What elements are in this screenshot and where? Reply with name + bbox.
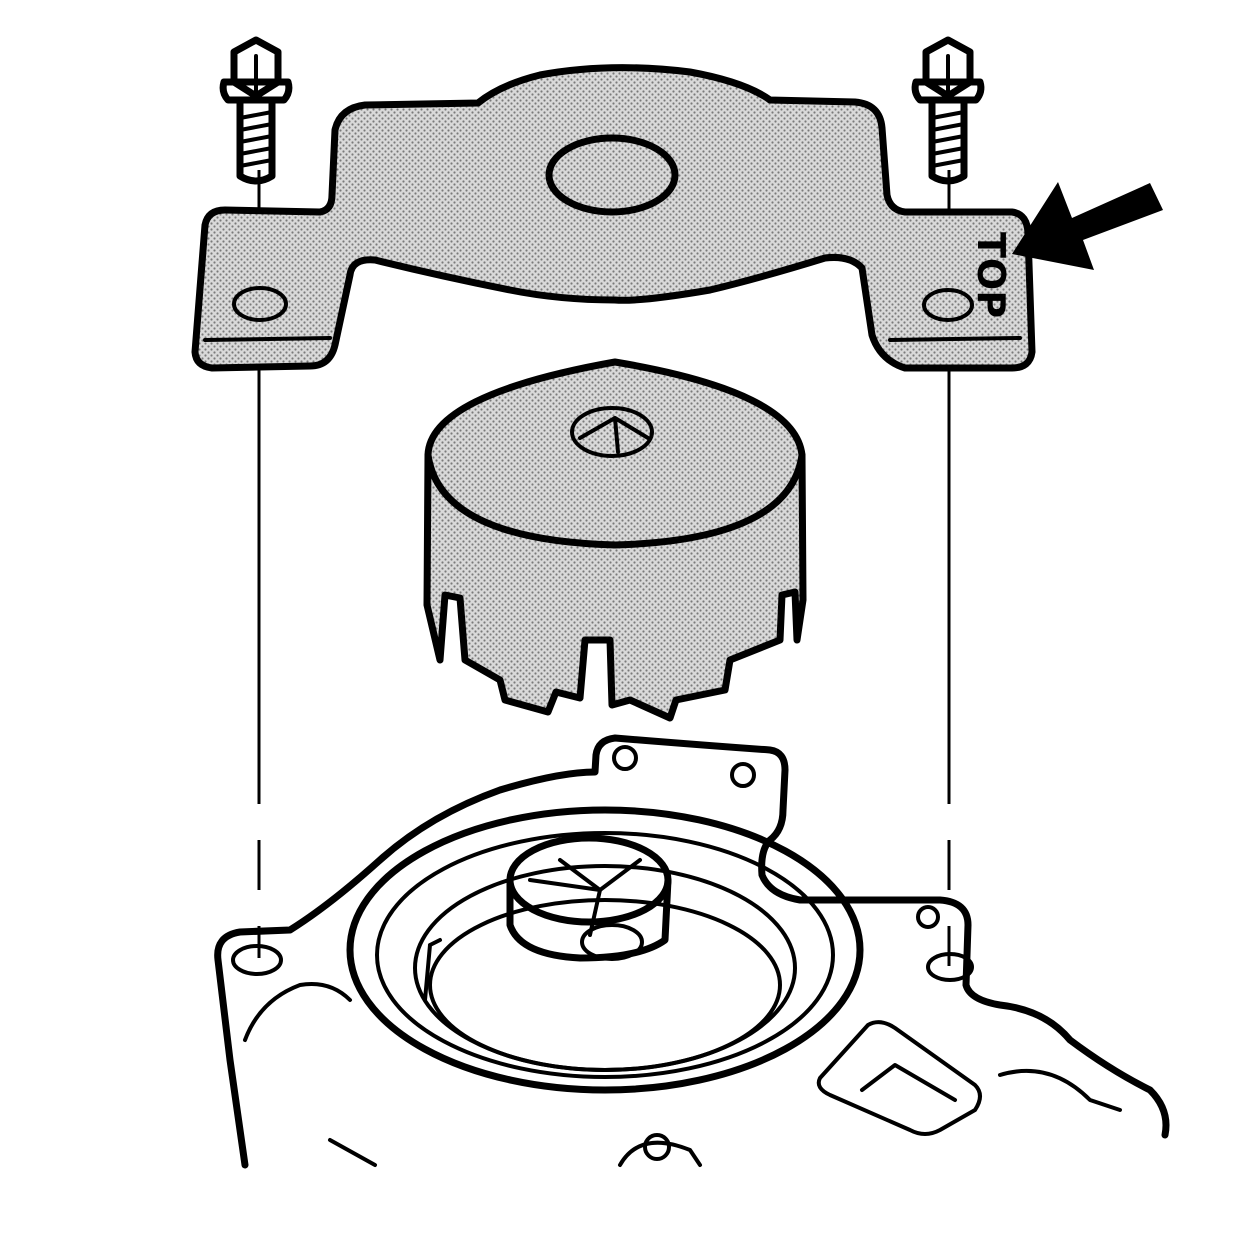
bolt-icon [911, 36, 985, 185]
mounting-bracket: TOP [191, 64, 1036, 372]
impeller-cover [423, 358, 807, 722]
pump-housing [214, 734, 1170, 1169]
bracket-top-label: TOP [969, 232, 1013, 318]
bolt-icon [219, 36, 293, 185]
arrow-indicator-icon [1012, 182, 1163, 270]
